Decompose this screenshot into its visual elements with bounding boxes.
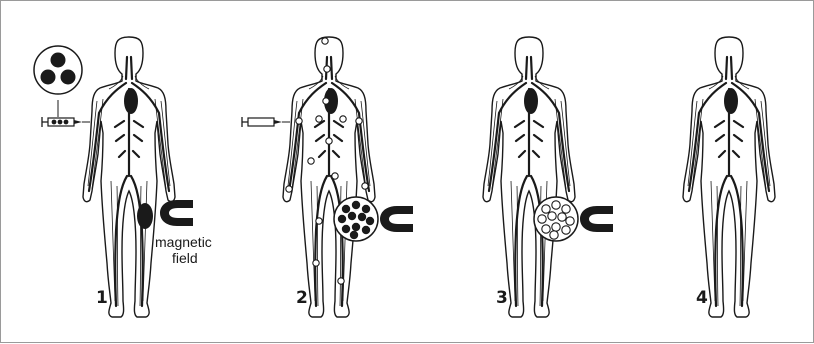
body-panel-3: 3 [483,37,613,317]
syringe-particle-1 [58,120,63,125]
step-number-3: 3 [496,288,508,308]
trail-particle-2 [323,98,329,104]
captured-particle-1 [352,201,360,209]
magnified-particle-0 [51,53,66,68]
syringe-particle-0 [52,120,57,125]
field-label-line-1: field [172,250,198,266]
trail-particle-10 [332,173,338,179]
captured-particle-7 [542,225,550,233]
captured-particle-8 [552,223,560,231]
captured-particle-9 [562,226,570,234]
captured-particle-0 [342,205,350,213]
syringe-tip [274,120,282,124]
magnified-particle-1 [41,70,56,85]
step-number-1: 1 [96,288,108,308]
step-number-2: 2 [296,288,308,308]
syringe-plunger [42,117,48,127]
syringe-particle-2 [64,120,69,125]
trail-particle-1 [324,66,330,72]
trail-particle-8 [362,183,368,189]
trail-particle-5 [296,118,302,124]
syringe-plunger [242,117,248,127]
magnified-view [334,197,378,241]
syringe-icon [34,46,90,127]
heart [724,88,738,114]
heart [524,88,538,114]
captured-particle-8 [352,223,360,231]
body-panel-2: 2 [242,37,413,317]
syringe-barrel [248,118,274,126]
captured-particle-4 [548,212,556,220]
captured-particle-6 [366,217,374,225]
body-panel-4: 4 [683,37,775,317]
magnified-particle-2 [61,70,76,85]
captured-particle-3 [538,215,546,223]
magnet-icon [160,200,193,226]
captured-particle-7 [342,225,350,233]
trail-particle-3 [316,116,322,122]
magnet-shape [160,200,193,226]
captured-particle-5 [358,213,366,221]
syringe-tip [74,120,82,124]
magnet-icon [580,206,613,232]
syringe-icon [242,117,290,127]
magnet-shape [580,206,613,232]
captured-particle-9 [362,226,370,234]
captured-particle-10 [550,231,558,239]
captured-particle-2 [362,205,370,213]
step-number-4: 4 [696,288,708,308]
captured-particle-3 [338,215,346,223]
trail-particle-12 [313,260,319,266]
trail-particle-13 [338,278,344,284]
captured-particle-1 [552,201,560,209]
captured-particle-10 [350,231,358,239]
trail-particle-11 [316,218,322,224]
captured-particle-0 [542,205,550,213]
magnet-icon [380,206,413,232]
heart [124,88,138,114]
trail-particle-9 [326,138,332,144]
captured-particle-2 [562,205,570,213]
trail-particle-7 [286,186,292,192]
field-label-line-0: magnetic [155,234,212,250]
magnified-view [534,197,578,241]
trail-particle-0 [322,38,328,44]
trail-particle-14 [308,158,314,164]
trail-particle-4 [340,116,346,122]
trail-particle-6 [356,118,362,124]
captured-particle-6 [566,217,574,225]
magnet-shape [380,206,413,232]
captured-particle-5 [558,213,566,221]
captured-particle-4 [348,212,356,220]
leg-accumulation [137,203,153,229]
